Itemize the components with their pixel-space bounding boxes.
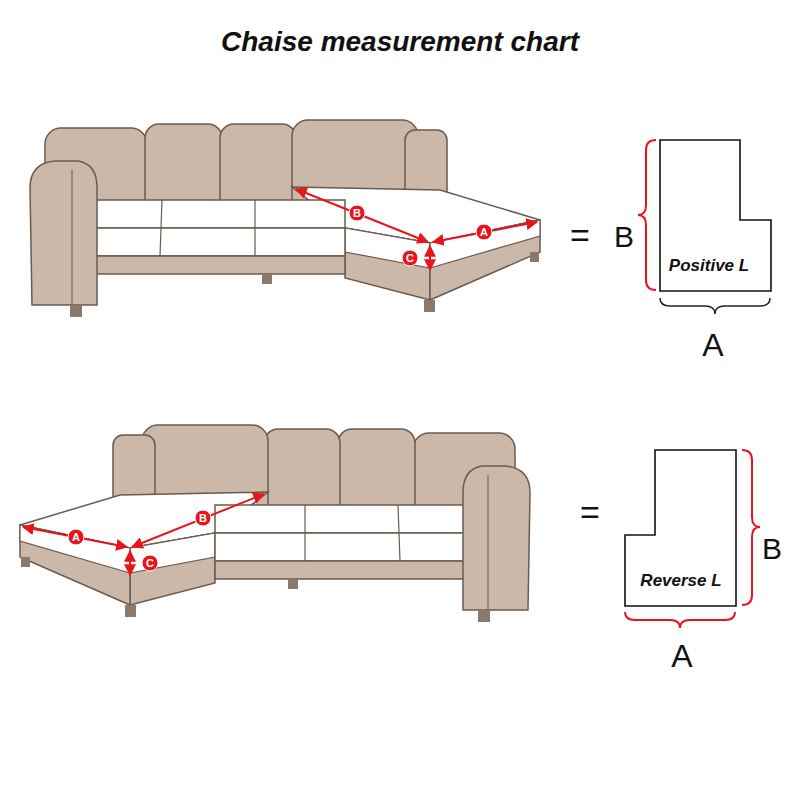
- callout-letter: C: [146, 558, 154, 569]
- brace: [638, 140, 656, 290]
- dimension-letter: B: [614, 222, 634, 252]
- chart-title: Chaise measurement chart: [221, 26, 579, 58]
- brace: [625, 612, 735, 628]
- equals-sign: =: [580, 495, 600, 529]
- l-shape-outline: Positive L: [659, 139, 772, 292]
- positive-l-sofa: [30, 120, 540, 317]
- brace: [742, 450, 760, 605]
- shape-label: Reverse L: [640, 572, 721, 589]
- callout-letter: A: [480, 227, 488, 238]
- shape-label: Positive L: [669, 257, 749, 274]
- l-shape-outline: Reverse L: [624, 449, 737, 607]
- dimension-letter: A: [702, 329, 723, 361]
- equals-sign: =: [570, 218, 590, 252]
- brace: [660, 298, 770, 314]
- callout-letter: A: [72, 532, 80, 543]
- dimension-letter: B: [762, 534, 782, 564]
- callout-letter: B: [353, 208, 361, 219]
- callout-letter: C: [406, 253, 414, 264]
- reverse-l-sofa: [20, 425, 530, 622]
- dimension-letter: A: [671, 640, 692, 672]
- callout-letter: B: [199, 513, 207, 524]
